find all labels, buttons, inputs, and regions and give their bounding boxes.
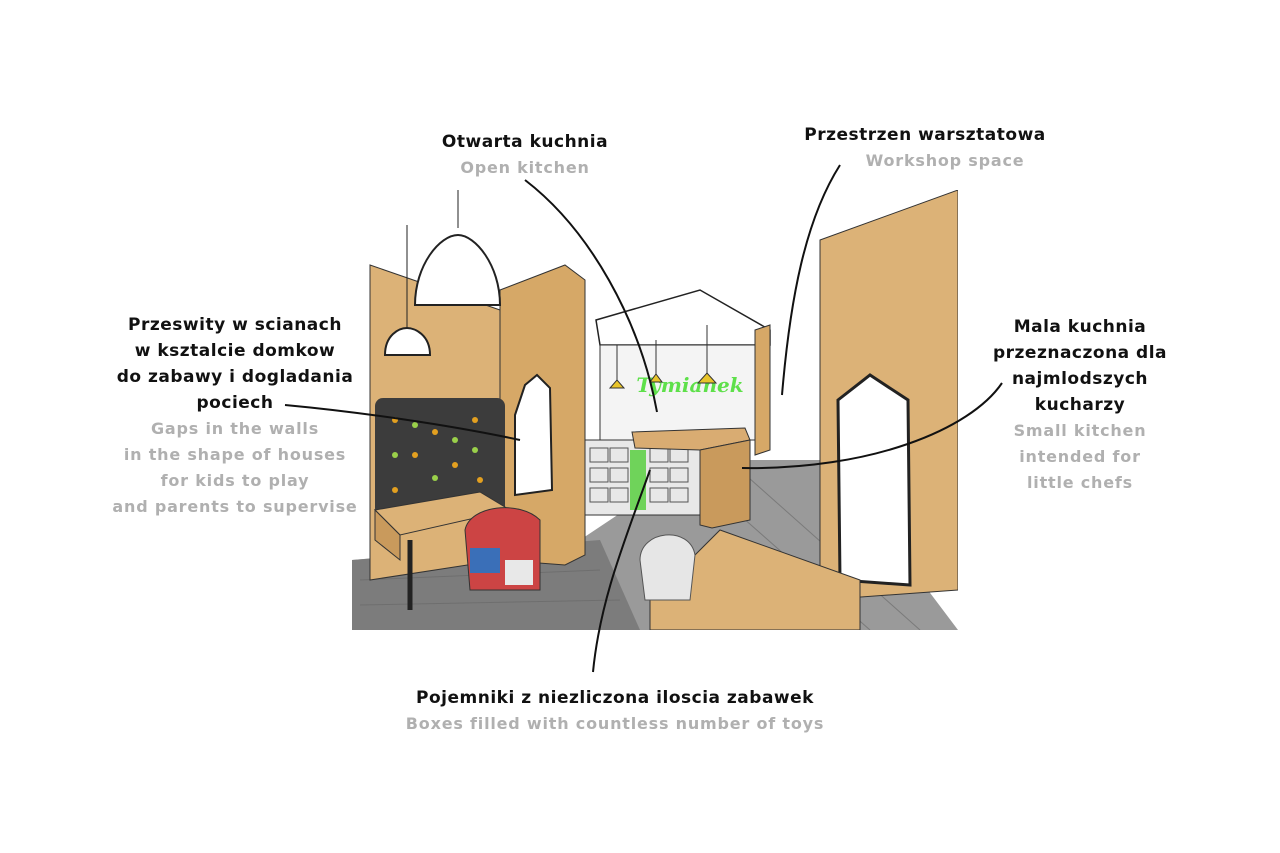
annotation-pl: przeznaczona dla (992, 343, 1168, 363)
leader-lines (284, 164, 1003, 673)
annotation-pl: Pojemniki z niezliczona iloscia zabawek (416, 688, 814, 708)
annotation-pl: Mala kuchnia (1013, 317, 1147, 337)
annotation-workshop: Przestrzen warsztatowa Workshop space (780, 122, 1070, 174)
house-opening (514, 373, 554, 497)
annotation-pl: Przeswity w scianach (128, 315, 342, 335)
annotation-boxes: Pojemniki z niezliczona iloscia zabawek … (370, 685, 860, 737)
annotation-en: Boxes filled with countless number of to… (405, 714, 825, 733)
annotation-pl: Otwarta kuchnia (441, 132, 609, 152)
annotation-small-kitchen: Mala kuchnia przeznaczona dla najmlodszy… (980, 314, 1180, 496)
annotation-pl: najmlodszych (1011, 369, 1149, 389)
annotation-en: little chefs (1027, 473, 1133, 492)
annotation-pl: pociech (196, 393, 274, 413)
annotation-gaps: Przeswity w scianach w ksztalcie domkow … (90, 312, 380, 520)
annotation-en: Gaps in the walls (150, 419, 320, 438)
house-opening (836, 373, 912, 587)
annotation-pl: Przestrzen warsztatowa (804, 125, 1046, 145)
annotation-pl: w ksztalcie domkow (134, 341, 336, 361)
annotation-en: and parents to supervise (112, 497, 358, 516)
annotation-pl: do zabawy i dogladania (116, 367, 354, 387)
annotation-en: for kids to play (160, 471, 310, 490)
annotation-en: Workshop space (865, 151, 1025, 170)
annotation-en: in the shape of houses (123, 445, 347, 464)
annotation-en: Small kitchen (1013, 421, 1147, 440)
annotation-open-kitchen: Otwarta kuchnia Open kitchen (410, 129, 640, 181)
annotation-en: intended for (1019, 447, 1141, 466)
annotation-en: Open kitchen (460, 158, 590, 177)
annotation-pl: kucharzy (1034, 395, 1126, 415)
